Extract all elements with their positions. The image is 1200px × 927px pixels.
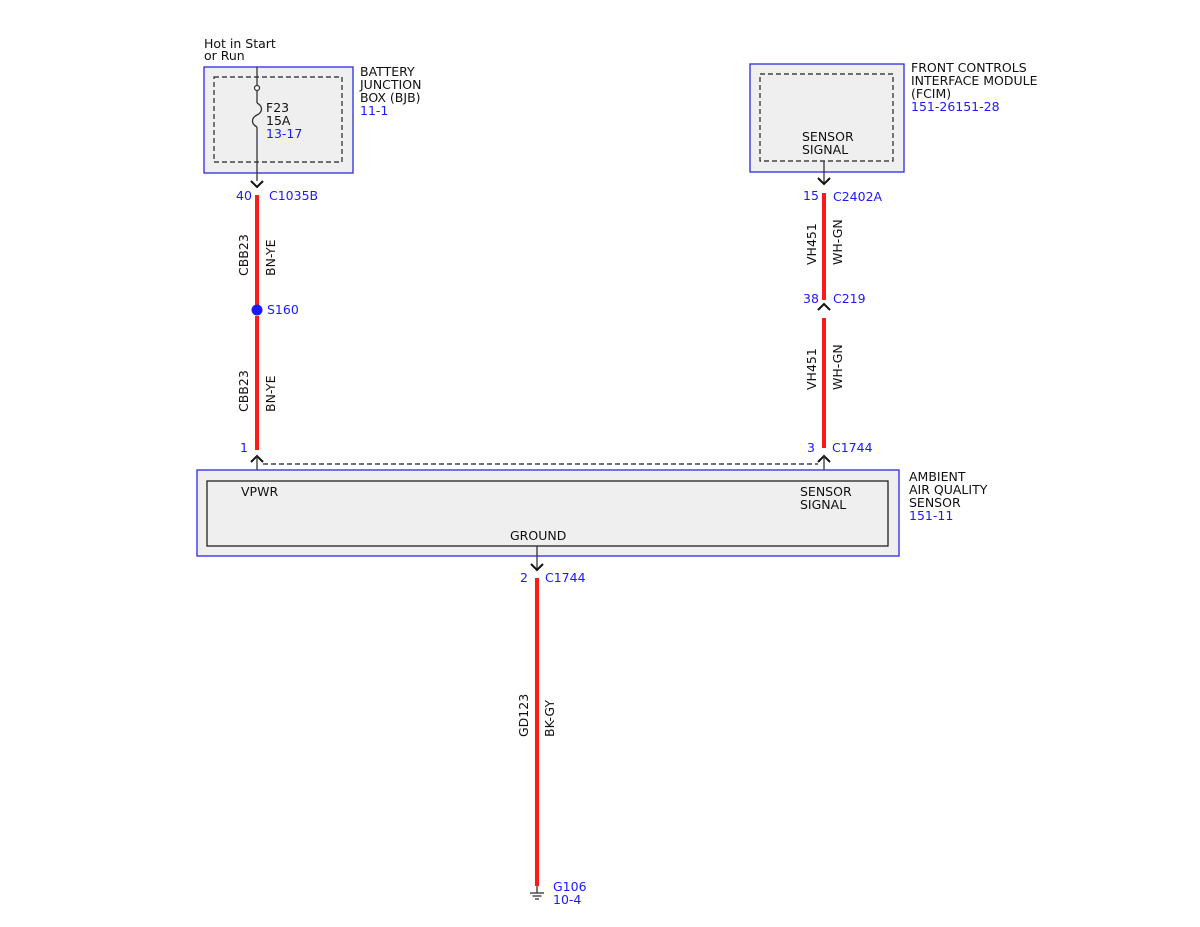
- ground-icon: [530, 886, 544, 900]
- wire-cbb23-lower-color: BN-YE: [263, 375, 278, 412]
- c1744-signal-name-link[interactable]: C1744: [832, 440, 873, 455]
- c1035b-pin: 40: [236, 188, 252, 203]
- sensor-ref-link[interactable]: 151-11: [909, 508, 953, 523]
- wire-cbb23-lower-circuit: CBB23: [236, 370, 251, 412]
- fuse-rating: 15A: [266, 113, 291, 128]
- c2402a-pin: 15: [803, 188, 819, 203]
- c219-pin: 38: [803, 291, 819, 306]
- c219-name-link[interactable]: C219: [833, 291, 866, 306]
- fcim-module[interactable]: [749, 63, 905, 173]
- c1744-ground-name-link[interactable]: C1744: [545, 570, 586, 585]
- ground-g106-ref-link[interactable]: 10-4: [553, 892, 581, 907]
- wire-vh451-lower-circuit: VH451: [804, 348, 819, 390]
- wire-gd123-color: BK-GY: [542, 700, 557, 737]
- bjb-name-line3: BOX (BJB): [360, 90, 421, 105]
- sensor-pin-vpwr: VPWR: [241, 484, 278, 499]
- c1035b-name-link[interactable]: C1035B: [269, 188, 318, 203]
- wire-vh451-lower-color: WH-GN: [830, 344, 845, 390]
- splice-s160-name: S160: [267, 302, 299, 317]
- c1744-pin2-connector-icon: [530, 563, 544, 572]
- bjb-name-line2: JUNCTION: [359, 77, 421, 92]
- sensor-pin-signal-line1: SENSOR: [800, 484, 852, 499]
- wire-gd123-circuit: GD123: [516, 694, 531, 737]
- sensor-name-line2: AIR QUALITY: [909, 482, 988, 497]
- wire-vh451-upper-color: WH-GN: [830, 219, 845, 265]
- bjb-name-line1: BATTERY: [360, 64, 415, 79]
- c1035b-connector-icon: [250, 180, 264, 189]
- sensor-name-line3: SENSOR: [909, 495, 961, 510]
- c1744-pin1: 1: [240, 440, 248, 455]
- bjb-supply-label-line1: Hot in Start: [204, 36, 276, 51]
- fcim-name-line3: (FCIM): [911, 86, 951, 101]
- wire-vh451-upper-circuit: VH451: [804, 223, 819, 265]
- c2402a-name-link[interactable]: C2402A: [833, 189, 883, 204]
- fcim-pin-label-line1: SENSOR: [802, 129, 854, 144]
- sensor-pin-signal-line2: SIGNAL: [800, 497, 846, 512]
- fuse-terminal: [253, 84, 261, 92]
- bjb-supply-label-line2: or Run: [204, 48, 245, 63]
- fuse-ref-link[interactable]: 13-17: [266, 126, 302, 141]
- wire-cbb23-upper-circuit: CBB23: [236, 234, 251, 276]
- ground-g106-name: G106: [553, 879, 587, 894]
- wire-cbb23-upper-color: BN-YE: [263, 239, 278, 276]
- fcim-ref-link[interactable]: 151-26151-28: [911, 99, 1000, 114]
- c1744-pin3: 3: [807, 440, 815, 455]
- fuse-name: F23: [266, 100, 289, 115]
- ambient-air-quality-sensor[interactable]: [196, 469, 900, 557]
- sensor-pin-ground: GROUND: [510, 528, 566, 543]
- sensor-name-line1: AMBIENT: [909, 469, 966, 484]
- c219-connector-icon: [817, 302, 831, 311]
- c2402a-connector-icon: [817, 177, 831, 186]
- fcim-pin-label-line2: SIGNAL: [802, 142, 848, 157]
- bjb-module-border: [203, 66, 354, 174]
- sensor-inner-box: [206, 480, 889, 547]
- fcim-name-line2: INTERFACE MODULE: [911, 73, 1038, 88]
- bjb-inner-dashed-box: [213, 76, 343, 163]
- fcim-name-line1: FRONT CONTROLS: [911, 60, 1027, 75]
- c1744-pin2: 2: [520, 570, 528, 585]
- sensor-module-border: [196, 469, 900, 557]
- battery-junction-box[interactable]: [203, 66, 354, 174]
- fcim-inner-dashed-box: [759, 73, 894, 162]
- splice-s160-icon[interactable]: [251, 304, 263, 316]
- fcim-module-border: [749, 63, 905, 173]
- fuse-icon: [251, 102, 263, 128]
- bjb-ref-link[interactable]: 11-1: [360, 103, 388, 118]
